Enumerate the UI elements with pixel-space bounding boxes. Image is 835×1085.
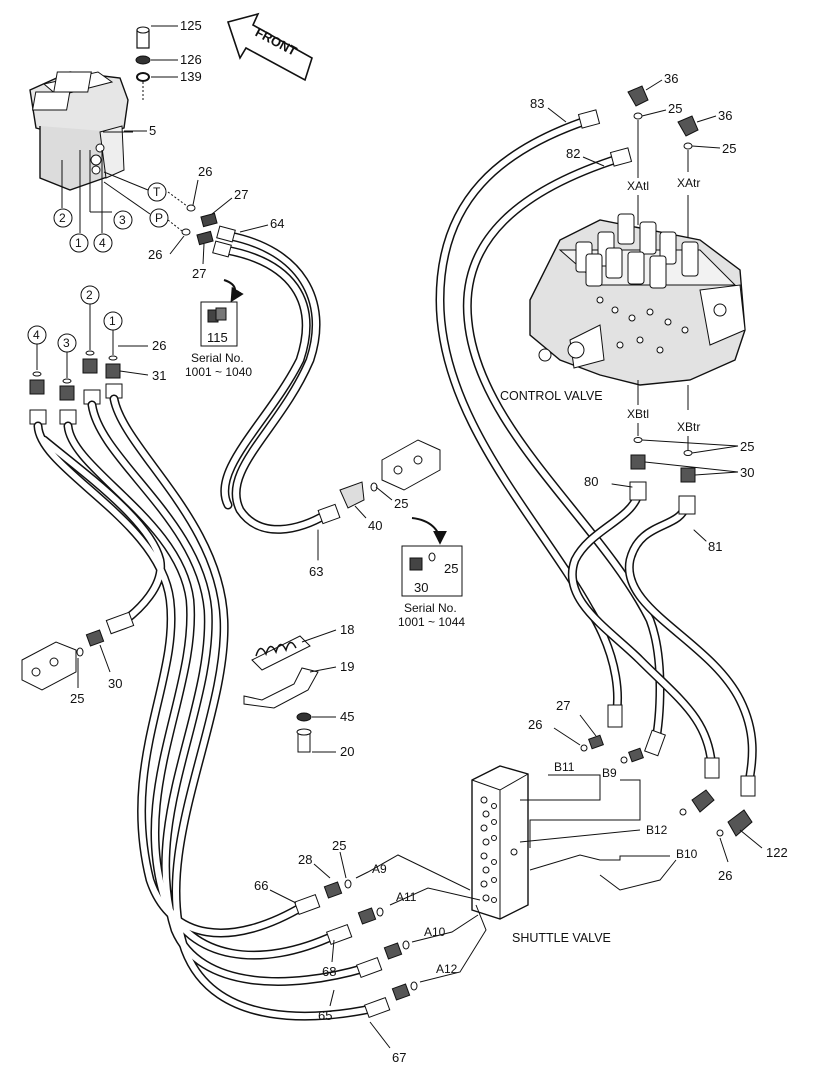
port-B9: B9 <box>602 766 617 780</box>
callout-82: 82 <box>566 146 580 161</box>
a-port-fittings: A9 A11 A10 A12 28 25 66 68 65 67 <box>254 838 487 1065</box>
serial-top-part: 115 <box>207 330 228 345</box>
callout-125: 125 <box>180 18 202 33</box>
callout-25f: 25 <box>332 838 346 853</box>
callout-81: 81 <box>708 539 722 554</box>
hose-callouts-82-83: 83 82 <box>530 96 605 167</box>
port-B10: B10 <box>676 847 698 861</box>
port-A10: A10 <box>424 925 446 939</box>
callout-83: 83 <box>530 96 544 111</box>
serial-mid-line2: 1001 ~ 1044 <box>398 615 465 629</box>
pilot-callouts: 125 126 139 5 2 1 3 4 T P 26 <box>53 18 284 281</box>
circled-3-hose: 3 <box>63 336 70 350</box>
callout-66: 66 <box>254 878 268 893</box>
callout-45: 45 <box>340 709 354 724</box>
port-XAtr: XAtr <box>677 176 700 190</box>
port-A9: A9 <box>372 862 387 876</box>
callout-122: 122 <box>766 845 788 860</box>
port-XBtl: XBtl <box>627 407 649 421</box>
control-valve: CONTROL VALVE <box>500 213 746 403</box>
serial-mid-line1: Serial No. <box>404 601 457 615</box>
serial-mid-part2: 25 <box>444 561 458 576</box>
callout-27a: 27 <box>234 187 248 202</box>
circled-2-hose: 2 <box>86 288 93 302</box>
control-valve-caption: CONTROL VALVE <box>500 389 603 403</box>
callout-30a: 30 <box>740 465 754 480</box>
clamp-parts: 18 19 45 20 <box>243 622 354 759</box>
serial-top-line2: 1001 ~ 1040 <box>185 365 252 379</box>
callout-63: 63 <box>309 564 323 579</box>
circled-1-pilot: 1 <box>75 236 82 250</box>
callout-64: 64 <box>270 216 284 231</box>
hoses-80-81: 80 81 <box>568 474 757 797</box>
left-fittings: 2 1 3 4 26 31 <box>27 285 166 425</box>
callout-126: 126 <box>180 52 202 67</box>
circled-3-pilot: 3 <box>119 213 126 227</box>
callout-25e: 25 <box>70 691 84 706</box>
serial-box-top: 115 Serial No. 1001 ~ 1040 <box>185 279 252 379</box>
callout-65: 65 <box>318 1008 332 1023</box>
hose-64: 63 <box>212 225 341 579</box>
callout-36a: 36 <box>664 71 678 86</box>
fittings-36: 36 25 36 25 XAtl XAtr <box>627 71 736 240</box>
b-port-fittings: 27 26 122 26 B11 B9 B12 B10 <box>528 698 788 883</box>
port-B11: B11 <box>554 760 575 774</box>
port-B12: B12 <box>646 823 668 837</box>
callout-20: 20 <box>340 744 354 759</box>
circled-4-hose: 4 <box>33 328 40 342</box>
callout-27b: 27 <box>192 266 206 281</box>
callout-25d: 25 <box>394 496 408 511</box>
circled-4-pilot: 4 <box>99 236 106 250</box>
circled-2-pilot: 2 <box>59 211 66 225</box>
callout-68: 68 <box>322 964 336 979</box>
callout-25b: 25 <box>722 141 736 156</box>
port-XBtr: XBtr <box>677 420 700 434</box>
callout-26c: 26 <box>152 338 166 353</box>
callout-30b: 30 <box>108 676 122 691</box>
callout-40: 40 <box>368 518 382 533</box>
serial-box-middle: 30 25 Serial No. 1001 ~ 1044 <box>398 517 465 629</box>
callout-26b: 26 <box>148 247 162 262</box>
serial-top-line1: Serial No. <box>191 351 244 365</box>
callout-139: 139 <box>180 69 202 84</box>
port-P: P <box>155 211 163 225</box>
callout-36b: 36 <box>718 108 732 123</box>
callout-25a: 25 <box>668 101 682 116</box>
callout-5: 5 <box>149 123 156 138</box>
callout-27c: 27 <box>556 698 570 713</box>
left-block: 25 30 <box>21 611 135 706</box>
right-long-hoses <box>435 109 666 757</box>
callout-26a: 26 <box>198 164 212 179</box>
callout-19: 19 <box>340 659 354 674</box>
xb-fittings: XBtl XBtr 25 30 <box>627 380 754 483</box>
port-T: T <box>153 185 161 199</box>
callout-25c: 25 <box>740 439 754 454</box>
callout-67: 67 <box>392 1050 406 1065</box>
shuttle-valve-caption: SHUTTLE VALVE <box>512 931 611 945</box>
callout-26e: 26 <box>718 868 732 883</box>
callout-18: 18 <box>340 622 354 637</box>
circled-1-hose: 1 <box>109 314 116 328</box>
port-A12: A12 <box>436 962 458 976</box>
serial-mid-part1: 30 <box>414 580 428 595</box>
left-hoses <box>33 394 380 1021</box>
port-A11: A11 <box>396 890 417 904</box>
callout-28: 28 <box>298 852 312 867</box>
pilot-valve <box>29 26 151 191</box>
shuttle-valve: SHUTTLE VALVE <box>471 765 677 945</box>
callout-31: 31 <box>152 368 166 383</box>
tee-block: 25 40 <box>339 439 441 533</box>
callout-26d: 26 <box>528 717 542 732</box>
port-XAtl: XAtl <box>627 179 649 193</box>
front-arrow: FRONT <box>226 12 313 82</box>
callout-80: 80 <box>584 474 598 489</box>
